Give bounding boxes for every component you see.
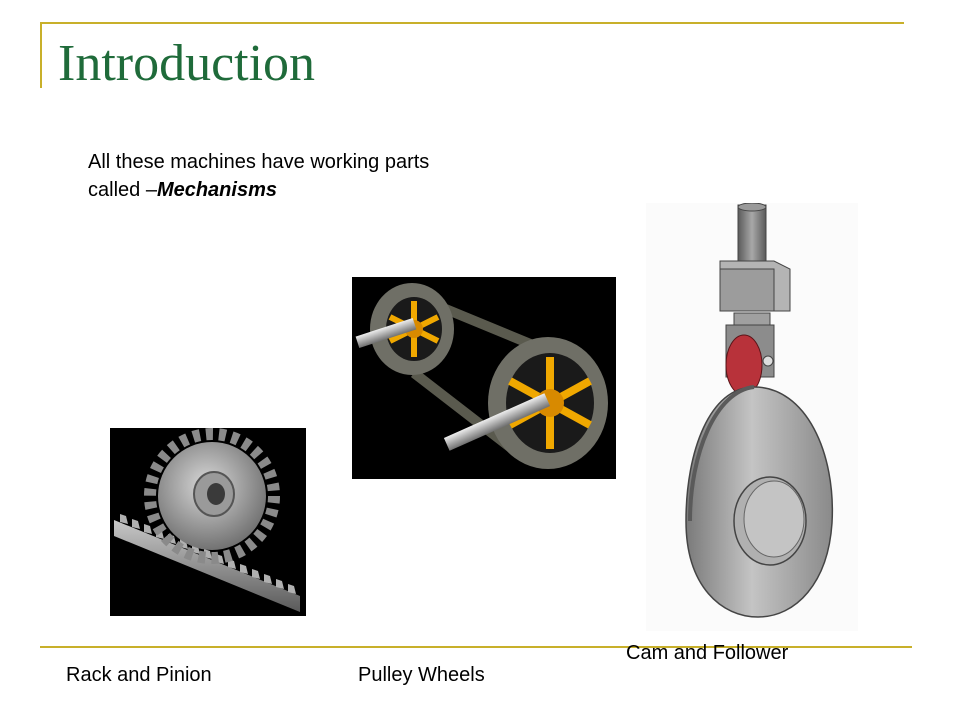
intro-line-2-prefix: called – <box>88 179 157 201</box>
caption-rack-and-pinion: Rack and Pinion <box>66 664 212 686</box>
left-rule <box>40 22 42 88</box>
rack-and-pinion-illustration <box>110 428 306 616</box>
caption-pulley-wheels: Pulley Wheels <box>358 664 485 686</box>
cam-and-follower-illustration <box>646 203 858 631</box>
bottom-rule <box>40 646 912 648</box>
intro-text: All these machines have working parts ca… <box>88 148 429 204</box>
pulley-wheels-illustration <box>352 277 616 479</box>
mechanisms-term: Mechanisms <box>156 179 277 201</box>
intro-line-2: called –Mechanisms <box>88 176 429 204</box>
intro-line-1: All these machines have working parts <box>88 151 430 173</box>
slide-title: Introduction <box>58 35 316 92</box>
top-rule <box>40 22 904 24</box>
caption-cam-and-follower: Cam and Follower <box>626 642 789 664</box>
